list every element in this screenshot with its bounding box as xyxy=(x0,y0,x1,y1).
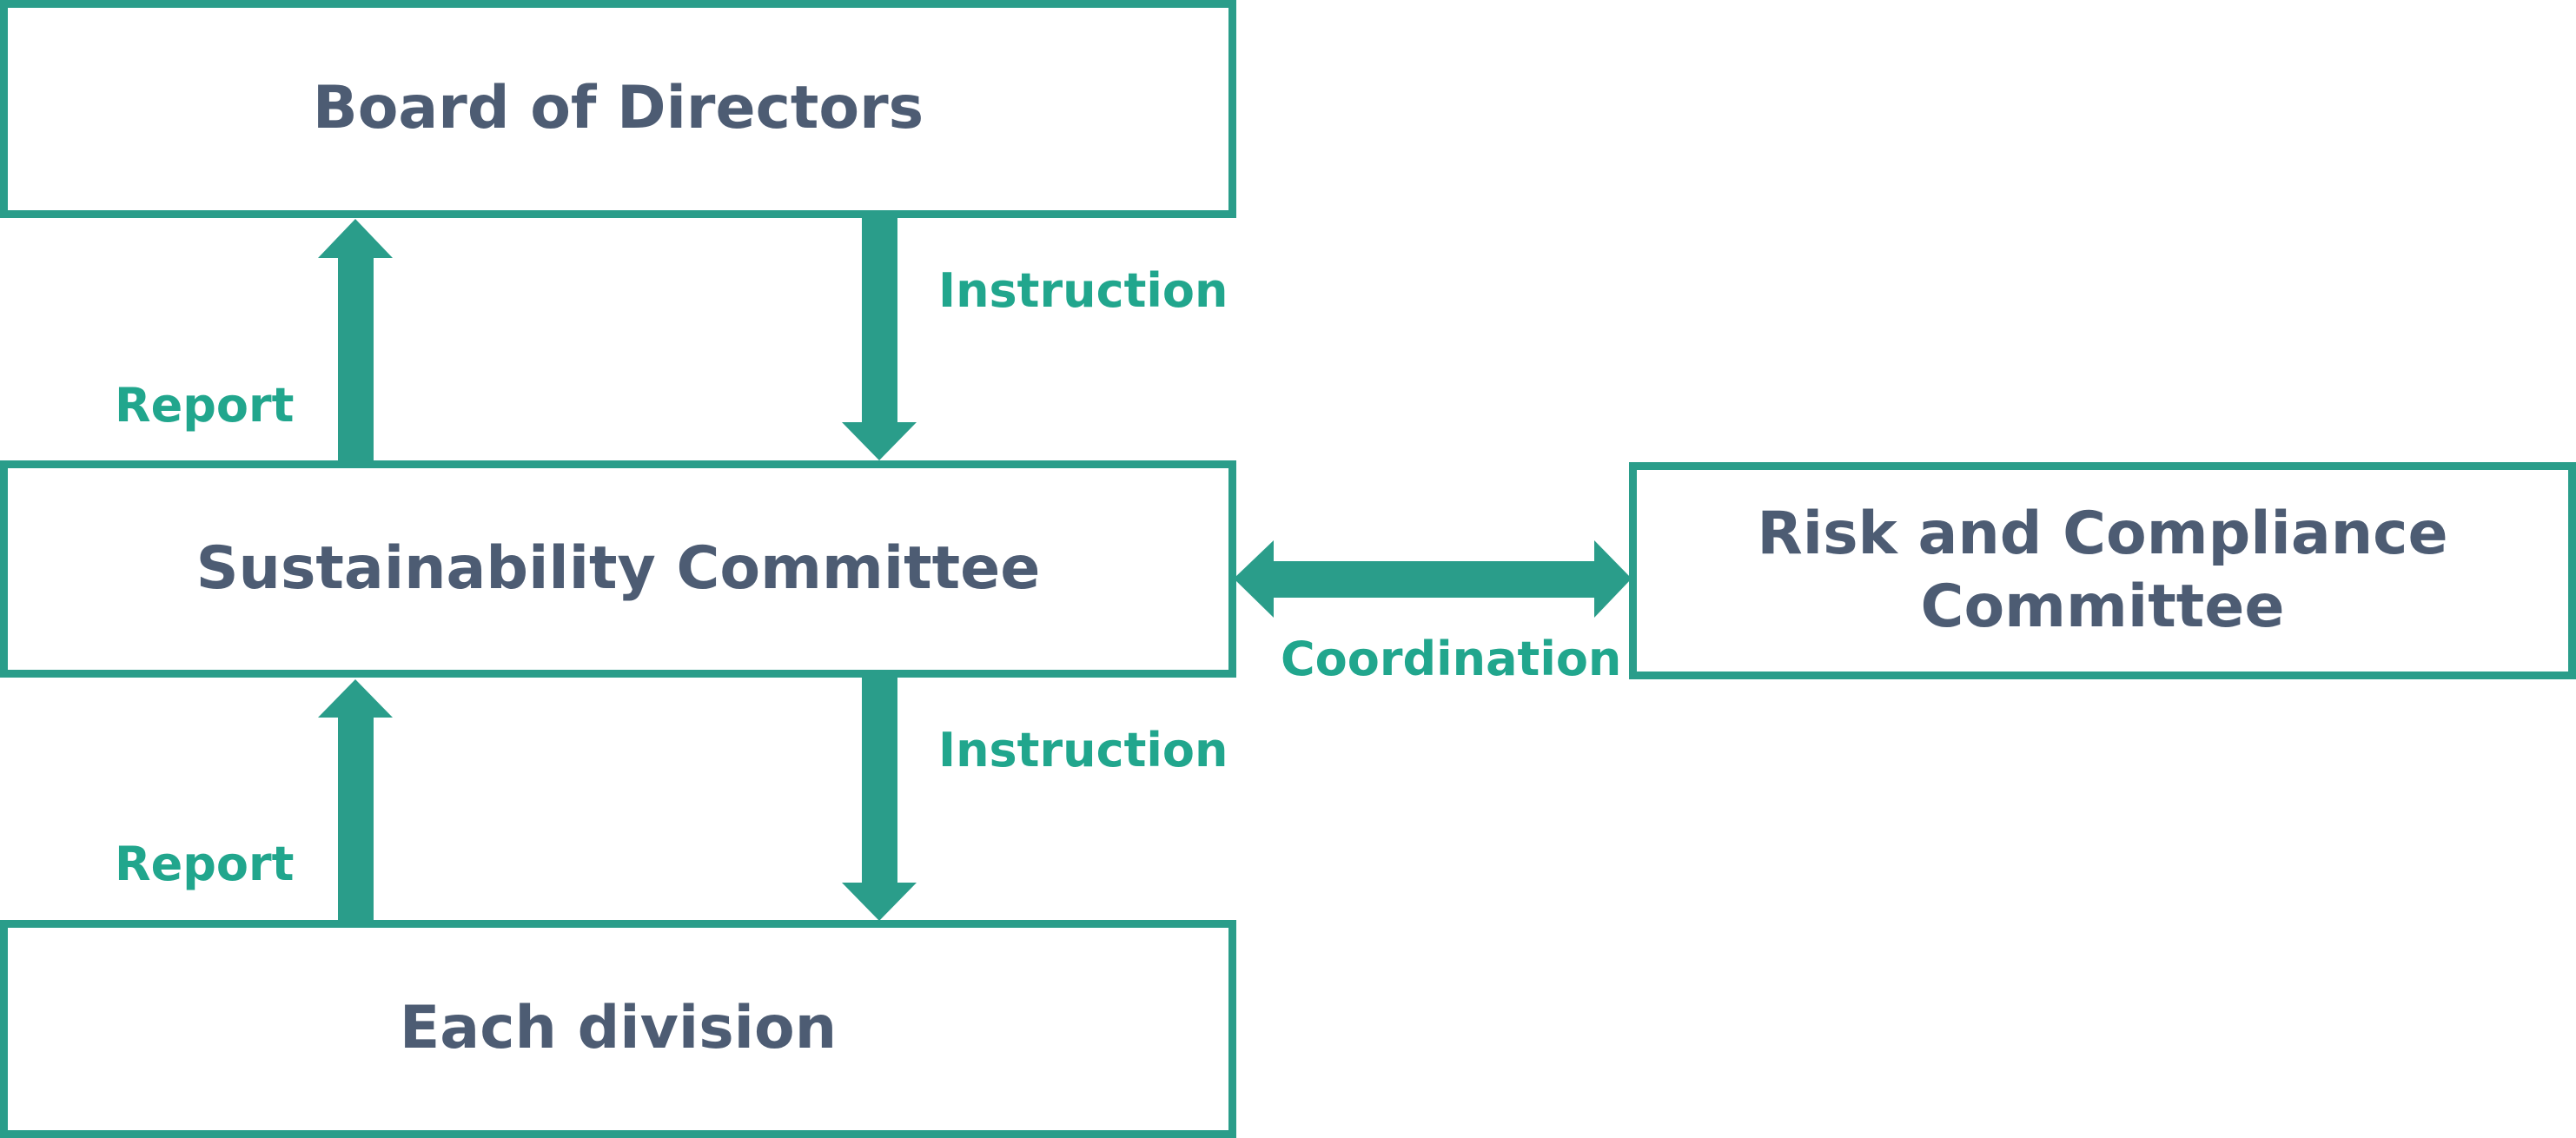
instruction-arrow-lower xyxy=(842,675,917,921)
instruction-arrow-upper xyxy=(842,217,917,460)
risk-compliance-committee-box: Risk and Compliance Committee xyxy=(1629,462,2576,679)
sustainability-committee-label: Sustainability Committee xyxy=(195,533,1041,603)
instruction-label-lower: Instruction xyxy=(938,723,1228,777)
coordination-label: Coordination xyxy=(1281,632,1622,686)
report-arrow-upper xyxy=(318,219,393,460)
each-division-label: Each division xyxy=(399,994,838,1063)
report-label-lower: Report xyxy=(115,837,295,891)
sustainability-committee-box: Sustainability Committee xyxy=(0,460,1236,678)
instruction-label-upper: Instruction xyxy=(938,263,1228,318)
report-label-upper: Report xyxy=(115,378,295,433)
risk-compliance-committee-label: Risk and Compliance Committee xyxy=(1757,499,2448,641)
each-division-box: Each division xyxy=(0,920,1236,1138)
coordination-arrow xyxy=(1234,540,1632,618)
board-of-directors-box: Board of Directors xyxy=(0,0,1236,218)
report-arrow-lower xyxy=(318,679,393,923)
board-of-directors-label: Board of Directors xyxy=(312,74,924,143)
